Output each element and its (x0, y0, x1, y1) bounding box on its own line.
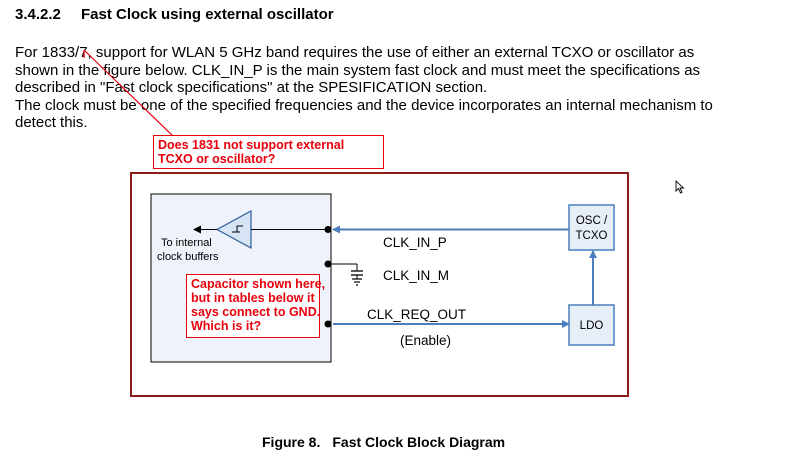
diagram-frame (130, 172, 629, 397)
mouse-pointer-icon (675, 180, 685, 194)
ldo-box (568, 304, 615, 346)
section-title: Fast Clock using external oscillator (81, 6, 334, 23)
comment-leader-line (83, 49, 176, 139)
ldo-box-label: LDO (580, 320, 604, 332)
buffer-label-line: To internal (161, 237, 212, 249)
paragraph-line: described in "Fast clock specifications"… (15, 79, 488, 96)
clk-in-p-pin (324, 226, 332, 233)
paragraph-line: The clock must be one of the specified f… (15, 96, 713, 114)
schmitt-trigger-icon (232, 225, 243, 233)
comment-line: but in tables below it (191, 291, 315, 305)
comment-line: Does 1831 not support external (158, 138, 345, 152)
comment-oscillator-question[interactable]: Does 1831 not support external TCXO or o… (153, 135, 384, 169)
clk-req-out-label: CLK_REQ_OUT (367, 307, 466, 322)
paragraph-line: shown in the figure below. CLK_IN_P is t… (15, 61, 701, 79)
paragraph-line: detect this. (15, 114, 88, 131)
osc-box-label-line: OSC / (576, 215, 608, 227)
comment-line: says connect to GND. (191, 305, 321, 319)
clk-in-p-label: CLK_IN_P (383, 235, 447, 250)
clk-req-out-pin (324, 320, 332, 328)
comment-capacitor-question[interactable]: Capacitor shown here, but in tables belo… (186, 274, 326, 338)
buffer-label-line: clock buffers (157, 251, 219, 263)
paragraph-line: For 1833/7, support for WLAN 5 GHz band … (15, 44, 695, 61)
clk-in-m-label: CLK_IN_M (383, 268, 449, 283)
enable-label: (Enable) (400, 333, 451, 348)
body-paragraph: For 1833/7, support for WLAN 5 GHz band … (15, 44, 785, 132)
osc-box-label-line: TCXO (576, 230, 608, 242)
comment-line: Which is it? (191, 319, 262, 333)
comment-line: TCXO or oscillator? (158, 152, 276, 166)
figure-caption: Figure 8. Fast Clock Block Diagram (262, 434, 505, 450)
figure-label: Figure 8. (262, 434, 321, 450)
section-heading: 3.4.2.2 Fast Clock using external oscilla… (15, 6, 334, 23)
figure-title: Fast Clock Block Diagram (332, 434, 506, 450)
section-number: 3.4.2.2 (15, 6, 61, 23)
osc-tcxo-box (568, 204, 615, 251)
comment-line: Capacitor shown here, (191, 277, 326, 291)
